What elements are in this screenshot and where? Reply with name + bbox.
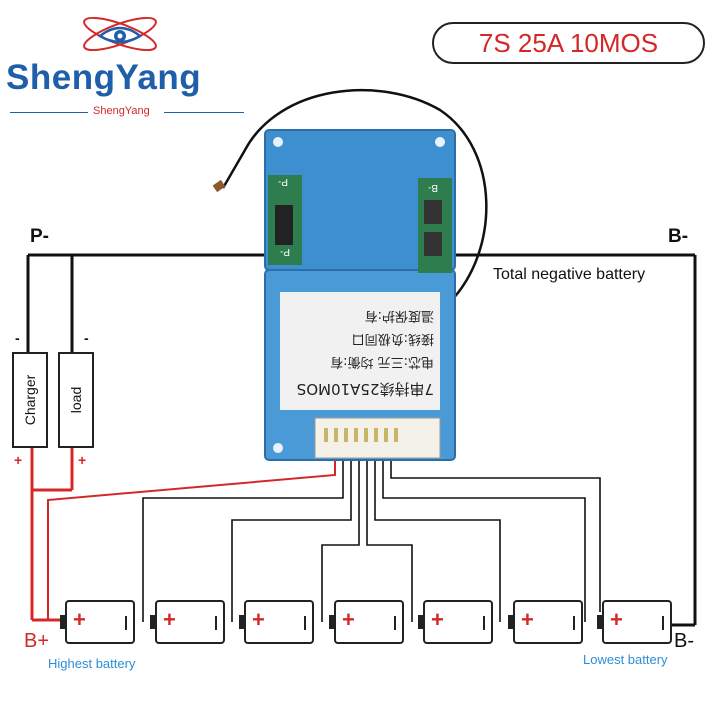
highest-battery-note: Highest battery (48, 656, 136, 671)
temp-probe-tip (212, 179, 226, 193)
bms-board (264, 129, 456, 461)
total-negative-note: Total negative battery (493, 266, 646, 283)
brand-underline-left (10, 112, 88, 113)
brand-tagline: ShengYang (93, 105, 150, 117)
battery-minus-mark (304, 616, 306, 630)
battery-cell: + (597, 600, 672, 644)
battery-cell: + (239, 600, 314, 644)
charger-minus-sign: - (15, 330, 20, 346)
battery-terminal-icon (150, 615, 156, 629)
battery-plus-sign: + (252, 607, 265, 632)
spec-label: 7S 25A 10MOS (432, 22, 705, 64)
b-minus-bottom-label: B- (674, 630, 694, 652)
battery-plus-sign: + (342, 607, 355, 632)
b-plus-label: B+ (24, 630, 50, 652)
charger-plus-sign: + (14, 452, 23, 468)
charger-box: Charger (12, 352, 48, 448)
brand-underline-right (164, 112, 244, 113)
battery-minus-mark (394, 616, 396, 630)
battery-plus-sign: + (431, 607, 444, 632)
battery-terminal-icon (597, 615, 603, 629)
battery-minus-mark (573, 616, 575, 630)
battery-cell: + (418, 600, 493, 644)
battery-minus-mark (483, 616, 485, 630)
battery-plus-sign: + (73, 607, 86, 632)
balance-wire-highest (47, 458, 336, 620)
b-minus-top-label: B- (668, 226, 689, 247)
brand-logo (70, 8, 170, 58)
battery-plus-sign: + (521, 607, 534, 632)
battery-cell: + (60, 600, 135, 644)
balance-leads (142, 458, 601, 622)
battery-plus-sign: + (163, 607, 176, 632)
battery-terminal-icon (60, 615, 66, 629)
temp-probe-wire (221, 88, 488, 303)
load-plus-sign: + (78, 452, 87, 468)
battery-cell: + (329, 600, 404, 644)
load-box: load (58, 352, 94, 448)
battery-minus-mark (662, 616, 664, 630)
battery-terminal-icon (418, 615, 424, 629)
brand-name: ShengYang (6, 58, 202, 97)
p-minus-label: P- (30, 226, 49, 247)
lowest-battery-note: Lowest battery (583, 652, 668, 667)
battery-cell: + (508, 600, 583, 644)
battery-plus-sign: + (610, 607, 623, 632)
load-minus-sign: - (84, 330, 89, 346)
eye-logo-icon (83, 16, 157, 52)
battery-terminal-icon (329, 615, 335, 629)
battery-minus-mark (215, 616, 217, 630)
battery-cell: + (150, 600, 225, 644)
battery-minus-mark (125, 616, 127, 630)
battery-terminal-icon (239, 615, 245, 629)
battery-terminal-icon (508, 615, 514, 629)
